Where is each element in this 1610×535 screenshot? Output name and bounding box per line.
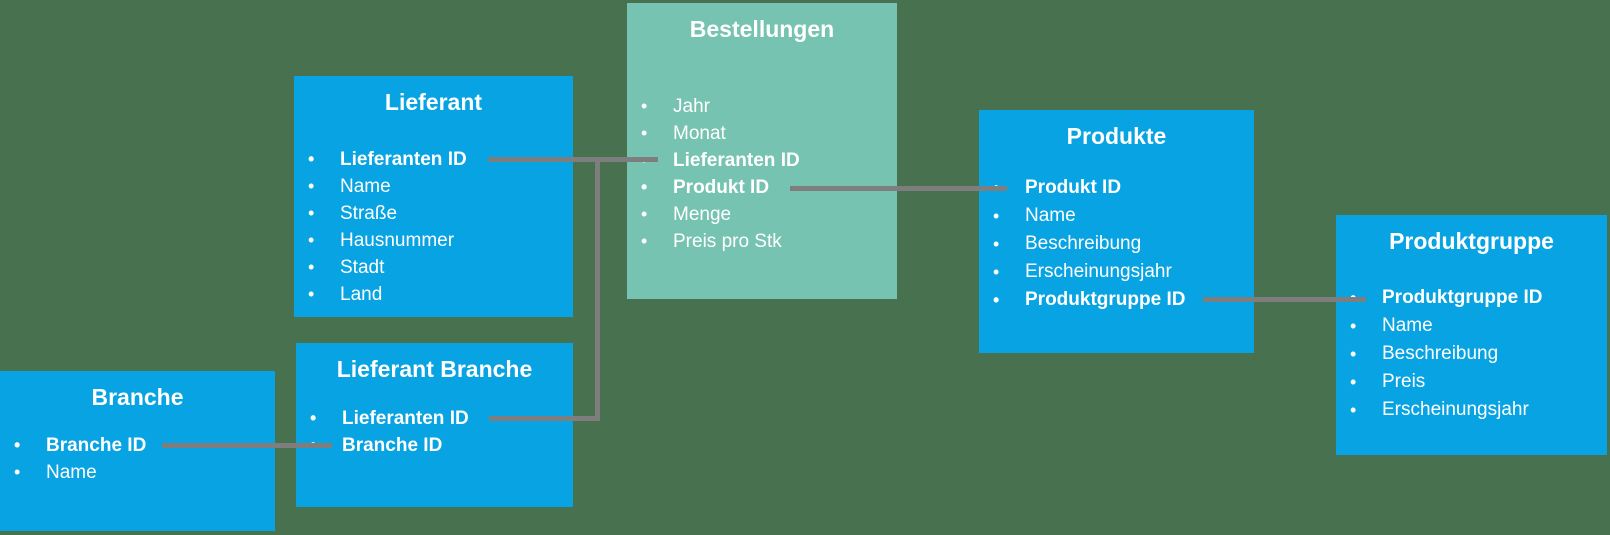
entity-lieferant-fields: Lieferanten ID Name Straße Hausnummer St… [294,146,573,308]
field-lieferanten-id: Lieferanten ID [627,147,897,174]
field-branche-id: Branche ID [296,432,573,459]
entity-branche-title: Branche [91,384,184,410]
field-branche-id: Branche ID [0,432,275,459]
entity-lieferant[interactable]: Lieferant Lieferanten ID Name Straße Hau… [294,76,573,317]
field-name: Name [1336,312,1607,340]
field-name: Name [0,459,275,486]
entity-produktgruppe-fields: Produktgruppe ID Name Beschreibung Preis… [1336,284,1607,424]
connector-bestellungen-to-produkte [790,186,1007,191]
field-preis-pro-stk: Preis pro Stk [627,228,897,255]
entity-lieferant-branche-title: Lieferant Branche [336,356,533,382]
field-produkt-id: Produkt ID [979,174,1254,202]
field-strasse: Straße [294,200,573,227]
field-produkt-id: Produkt ID [627,174,897,201]
field-jahr: Jahr [627,93,897,120]
field-erscheinungsjahr: Erscheinungsjahr [1336,396,1607,424]
field-name: Name [979,202,1254,230]
entity-produkte-fields: Produkt ID Name Beschreibung Erscheinung… [979,174,1254,314]
field-hausnummer: Hausnummer [294,227,573,254]
entity-produktgruppe[interactable]: Produktgruppe Produktgruppe ID Name Besc… [1336,215,1607,455]
field-beschreibung: Beschreibung [979,230,1254,258]
entity-produkte[interactable]: Produkte Produkt ID Name Beschreibung Er… [979,110,1254,353]
field-beschreibung: Beschreibung [1336,340,1607,368]
field-produktgruppe-id: Produktgruppe ID [979,286,1254,314]
entity-bestellungen-fields: Jahr Monat Lieferanten ID Produkt ID Men… [627,93,897,255]
connector-branche-to-lieferantbranche [162,443,332,448]
field-produktgruppe-id: Produktgruppe ID [1336,284,1607,312]
connector-lieferant-to-bestellungen [488,157,658,162]
entity-produkte-title: Produkte [1066,123,1167,149]
field-lieferanten-id: Lieferanten ID [294,146,573,173]
entity-bestellungen-title: Bestellungen [689,16,835,42]
entity-lieferant-branche-fields: Lieferanten ID Branche ID [296,405,573,459]
entity-lieferant-branche[interactable]: Lieferant Branche Lieferanten ID Branche… [296,343,573,507]
field-monat: Monat [627,120,897,147]
entity-produktgruppe-title: Produktgruppe [1389,228,1554,254]
connector-produkte-to-produktgruppe [1203,297,1366,302]
field-name: Name [294,173,573,200]
entity-lieferant-title: Lieferant [384,89,483,115]
field-preis: Preis [1336,368,1607,396]
field-erscheinungsjahr: Erscheinungsjahr [979,258,1254,286]
connector-lieferant-branch-vertical [595,157,600,421]
connector-to-lieferantbranche-horizontal [489,416,599,421]
field-lieferanten-id: Lieferanten ID [296,405,573,432]
field-land: Land [294,281,573,308]
field-stadt: Stadt [294,254,573,281]
entity-bestellungen[interactable]: Bestellungen Jahr Monat Lieferanten ID P… [627,3,897,299]
entity-branche-fields: Branche ID Name [0,432,275,486]
entity-branche[interactable]: Branche Branche ID Name [0,371,275,531]
field-menge: Menge [627,201,897,228]
